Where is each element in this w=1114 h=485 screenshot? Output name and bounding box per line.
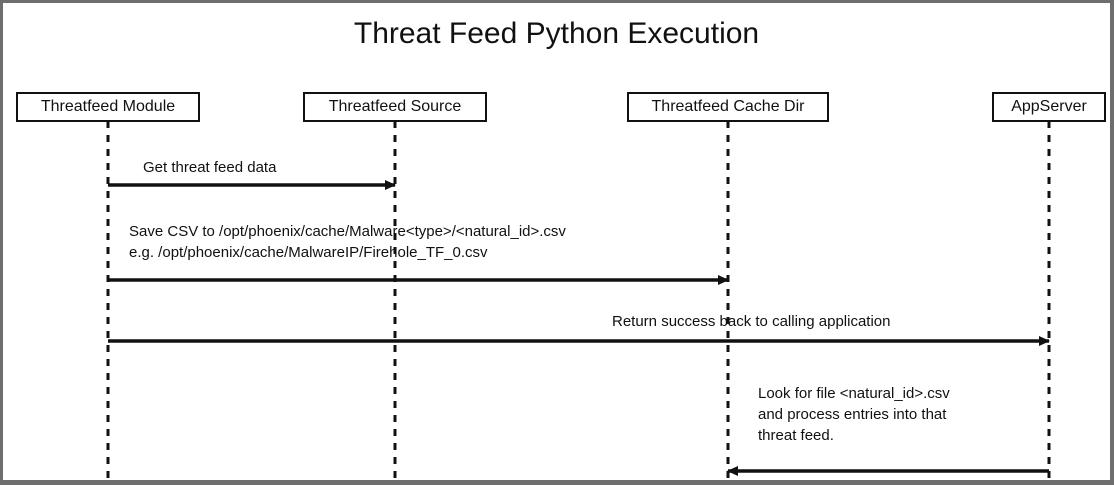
participant-threatfeed-cache-dir: Threatfeed Cache Dir bbox=[627, 92, 829, 122]
participant-label: AppServer bbox=[1011, 98, 1087, 115]
label-line: e.g. /opt/phoenix/cache/MalwareIP/Fireho… bbox=[129, 244, 488, 261]
participant-label: Threatfeed Cache Dir bbox=[651, 98, 805, 115]
sequence-diagram-surface bbox=[3, 3, 1110, 480]
label-msg-save-csv: Save CSV to /opt/phoenix/cache/Malware<t… bbox=[129, 221, 566, 263]
label-msg-get-threat-feed-data: Get threat feed data bbox=[143, 157, 276, 178]
message-arrows-group bbox=[108, 180, 1050, 476]
participant-threatfeed-module: Threatfeed Module bbox=[16, 92, 200, 122]
label-line: threat feed. bbox=[758, 427, 834, 444]
participant-threatfeed-source: Threatfeed Source bbox=[303, 92, 487, 122]
label-line: Save CSV to /opt/phoenix/cache/Malware<t… bbox=[129, 223, 566, 240]
label-line: Look for file <natural_id>.csv bbox=[758, 385, 950, 402]
label-line: Get threat feed data bbox=[143, 159, 277, 176]
diagram-svg bbox=[106, 121, 1051, 480]
label-msg-return-success: Return success back to calling applicati… bbox=[612, 311, 890, 332]
participant-label: Threatfeed Source bbox=[328, 98, 462, 115]
label-line: and process entries into that bbox=[758, 406, 947, 423]
page-title: Threat Feed Python Execution bbox=[353, 17, 760, 50]
label-line: Return success back to calling applicati… bbox=[612, 313, 891, 330]
participant-label: Threatfeed Module bbox=[40, 98, 176, 115]
participant-appserver: AppServer bbox=[992, 92, 1106, 122]
